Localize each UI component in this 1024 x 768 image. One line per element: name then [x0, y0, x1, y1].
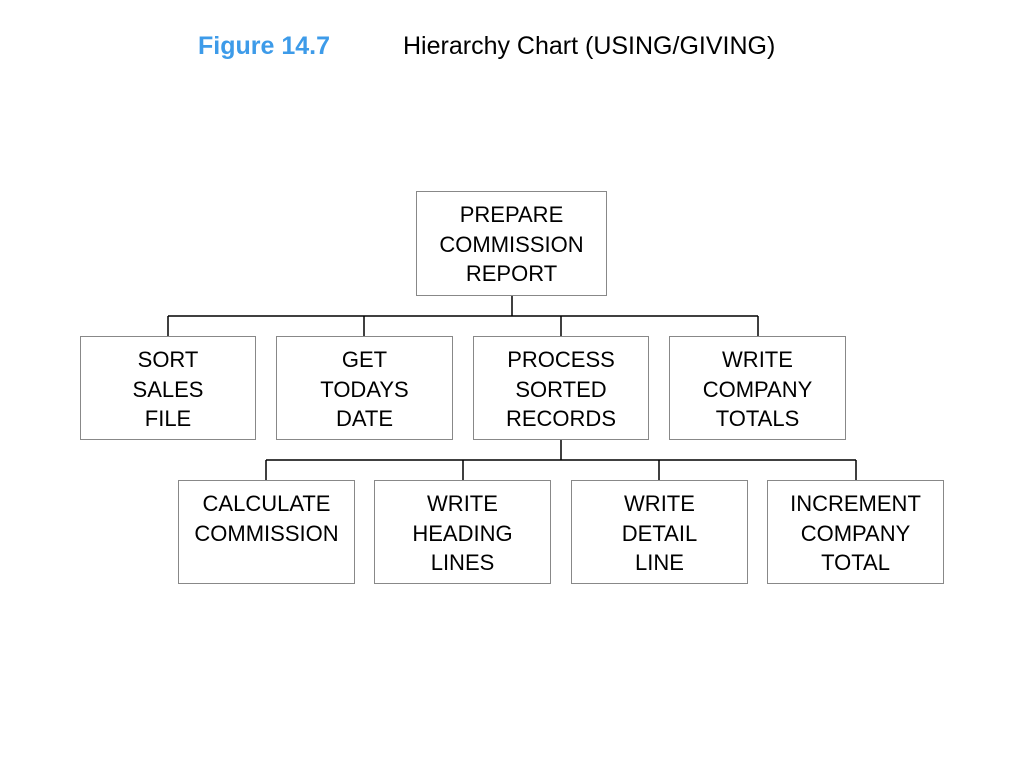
box-write-heading-lines: WRITE HEADING LINES	[374, 480, 551, 584]
box-line: LINES	[430, 550, 495, 575]
box-line: RECORDS	[505, 406, 616, 431]
box-line: PREPARE	[459, 202, 564, 227]
box-write-detail-line: WRITE DETAIL LINE	[571, 480, 748, 584]
box-get-todays-date: GET TODAYS DATE	[276, 336, 453, 440]
box-line: REPORT	[465, 261, 558, 286]
box-line: WRITE	[624, 491, 695, 516]
figure-number: Figure 14.7	[198, 32, 330, 60]
box-line: COMMISSION	[439, 231, 584, 257]
box-line: TOTAL	[821, 550, 890, 575]
box-process-sorted-records: PROCESS SORTED RECORDS	[473, 336, 649, 440]
box-increment-company-total: INCREMENT COMPANY TOTAL	[767, 480, 944, 584]
box-sort-sales-file: SORT SALES FILE	[80, 336, 256, 440]
box-line: INCREMENT	[790, 491, 921, 516]
box-line: SALES	[132, 376, 204, 402]
box-line: COMPANY	[800, 520, 911, 546]
box-line: TOTALS	[715, 406, 800, 431]
box-calculate-commission: CALCULATE COMMISSION	[178, 480, 355, 584]
box-line: SORT	[137, 347, 199, 372]
box-line: CALCULATE	[202, 491, 331, 516]
box-line: COMMISSION	[194, 520, 339, 546]
box-write-company-totals: WRITE COMPANY TOTALS	[669, 336, 846, 440]
box-line: PROCESS	[507, 347, 615, 372]
box-line: WRITE	[427, 491, 498, 516]
box-line: HEADING	[412, 520, 513, 546]
box-line: DATE	[335, 406, 394, 431]
figure-title: Hierarchy Chart (USING/GIVING)	[403, 32, 776, 60]
box-line: DETAIL	[621, 520, 698, 546]
box-line: LINE	[635, 550, 684, 575]
box-line: FILE	[144, 406, 192, 431]
figure-caption: Figure 14.7 Hierarchy Chart (USING/GIVIN…	[0, 30, 1024, 70]
box-line: WRITE	[722, 347, 793, 372]
box-line: SORTED	[515, 376, 607, 402]
box-line: COMPANY	[702, 376, 813, 402]
box-prepare-commission-report: PREPARE COMMISSION REPORT	[416, 191, 607, 296]
box-line: GET	[341, 347, 388, 372]
box-line: TODAYS	[320, 376, 409, 402]
